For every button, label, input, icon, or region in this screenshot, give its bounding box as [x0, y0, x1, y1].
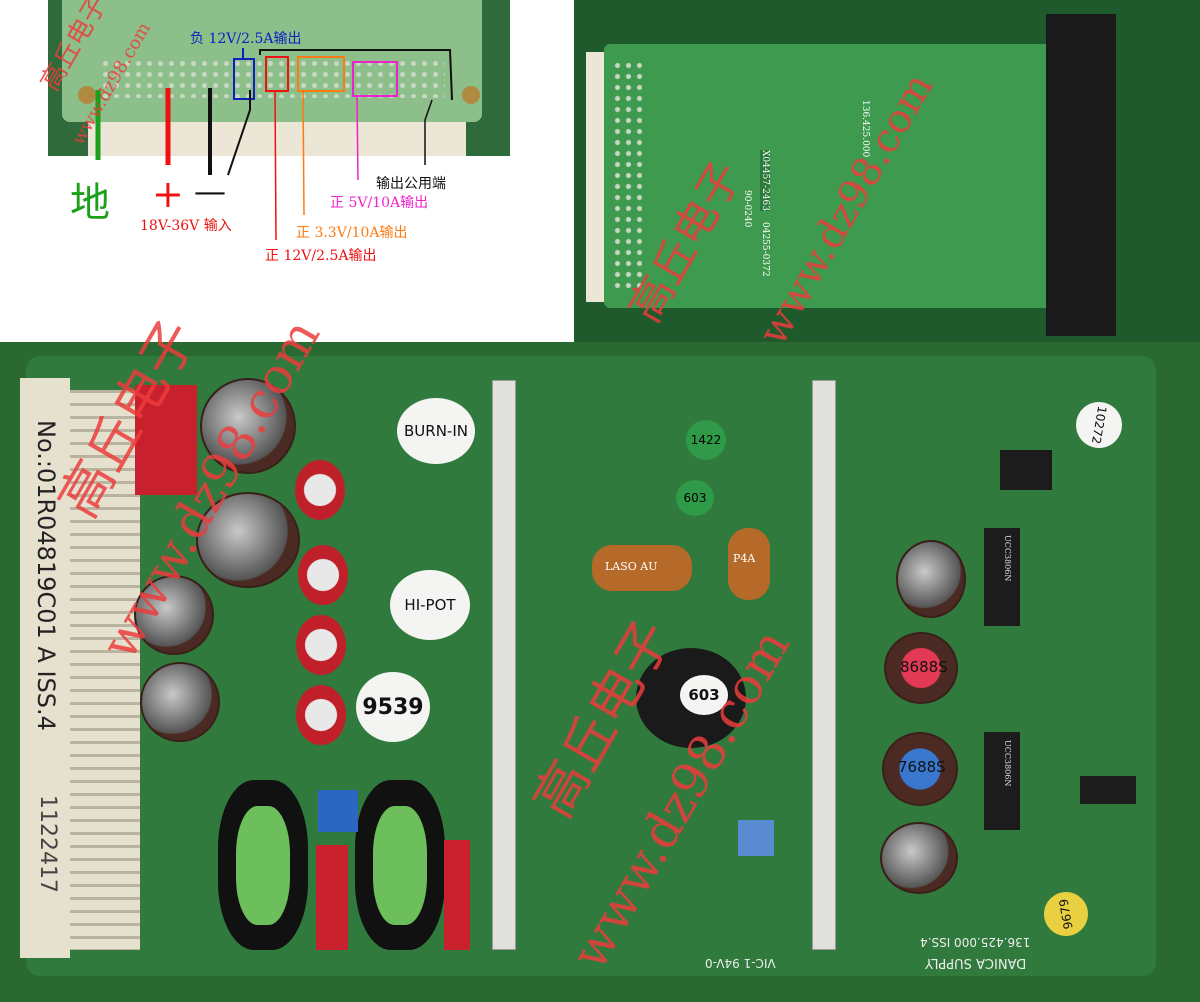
- connector-pins: [612, 60, 642, 290]
- inductor-code: 1422: [690, 433, 722, 447]
- serial-number: 1122417: [35, 795, 60, 893]
- common-mode-choke: [218, 780, 308, 950]
- electrolytic-capacitor: [896, 540, 966, 618]
- label-common: 输出公用端: [376, 176, 446, 192]
- card-connector: [1046, 14, 1116, 336]
- board-code: X04457-2463: [760, 150, 770, 211]
- ic-marking: UCC3806N: [1003, 740, 1012, 787]
- burn-in-sticker: BURN-IN: [397, 398, 475, 464]
- silkscreen-rating: VIC-1 94V-0: [705, 956, 776, 970]
- electrolytic-capacitor: [884, 632, 958, 704]
- toroid-inductor: [592, 545, 692, 591]
- common-mode-choke: [355, 780, 445, 950]
- electrolytic-capacitor: [200, 378, 296, 474]
- label-minus: —: [194, 172, 226, 210]
- inductor-sticker: 1422: [686, 420, 726, 460]
- qc-sticker: 9539: [356, 672, 430, 742]
- inductor-sticker: 603: [676, 480, 714, 516]
- ic-chip: [984, 732, 1020, 830]
- pcb-rear-side: [604, 44, 1088, 308]
- label-pos12v: 正 12V/2.5A输出: [265, 248, 377, 264]
- hi-pot-label: HI-POT: [404, 596, 456, 614]
- mounting-hole: [78, 86, 96, 104]
- label-pos3v3: 正 3.3V/10A输出: [296, 225, 408, 241]
- label-plus: +: [152, 172, 184, 216]
- inductor-marking: P4A: [733, 552, 756, 565]
- label-input-range: 18V-36V 输入: [140, 218, 232, 234]
- hi-pot-sticker: HI-POT: [390, 570, 470, 640]
- annotated-connector-panel: 地 + — 18V-36V 输入 负 12V/2.5A输出 正 12V/2.5A…: [0, 0, 572, 340]
- board-code: 04255-0372: [760, 222, 770, 277]
- electrolytic-capacitor: [295, 460, 345, 520]
- electrolytic-capacitor: [134, 575, 214, 655]
- electrolytic-capacitor: [196, 492, 300, 588]
- connector-fingers: [70, 390, 140, 950]
- inductor-marking: LASO AU: [605, 560, 658, 573]
- capacitor-marking: 7688S: [898, 758, 946, 776]
- film-capacitor: [316, 845, 348, 950]
- heatsink: [812, 380, 836, 950]
- electrolytic-capacitor: [882, 732, 958, 806]
- transformer-sticker: 603: [680, 675, 728, 715]
- toroid-inductor: [728, 528, 770, 600]
- electrolytic-capacitor: [296, 615, 346, 675]
- burn-in-label: BURN-IN: [404, 422, 468, 440]
- film-capacitor: [444, 840, 470, 950]
- edge-connector: [20, 378, 70, 958]
- label-pos5v: 正 5V/10A输出: [330, 195, 429, 211]
- y-capacitor: [318, 790, 358, 832]
- ic-chip: [984, 528, 1020, 626]
- edge-connector: [88, 122, 466, 156]
- label-ground: 地: [70, 180, 110, 226]
- ic-chip: [1000, 450, 1052, 490]
- annotation-arrows: [95, 48, 453, 241]
- electrolytic-capacitor: [296, 685, 346, 745]
- ic-marking: UCC3806N: [1003, 535, 1012, 582]
- label-neg12v: 负 12V/2.5A输出: [190, 31, 302, 47]
- capacitor: [738, 820, 774, 856]
- capacitor-marking: 8688S: [900, 658, 948, 676]
- silkscreen-supply: DANICA SUPPLY: [925, 955, 1027, 970]
- silkscreen-issue: 136.425.000 ISS.4: [920, 935, 1031, 949]
- transformer-code: 603: [688, 686, 720, 704]
- electrolytic-capacitor: [880, 822, 958, 894]
- electrolytic-capacitor: [298, 545, 348, 605]
- white-sticker-code: 10272: [1088, 404, 1110, 446]
- ic-chip: [1080, 776, 1136, 804]
- film-capacitor: [135, 385, 197, 495]
- heatsink: [492, 380, 516, 950]
- mounting-hole: [462, 86, 480, 104]
- inductor-code: 603: [683, 491, 707, 505]
- yellow-sticker-code: 9679: [1056, 897, 1076, 931]
- electrolytic-capacitor: [140, 662, 220, 742]
- qc-number: 9539: [362, 694, 424, 720]
